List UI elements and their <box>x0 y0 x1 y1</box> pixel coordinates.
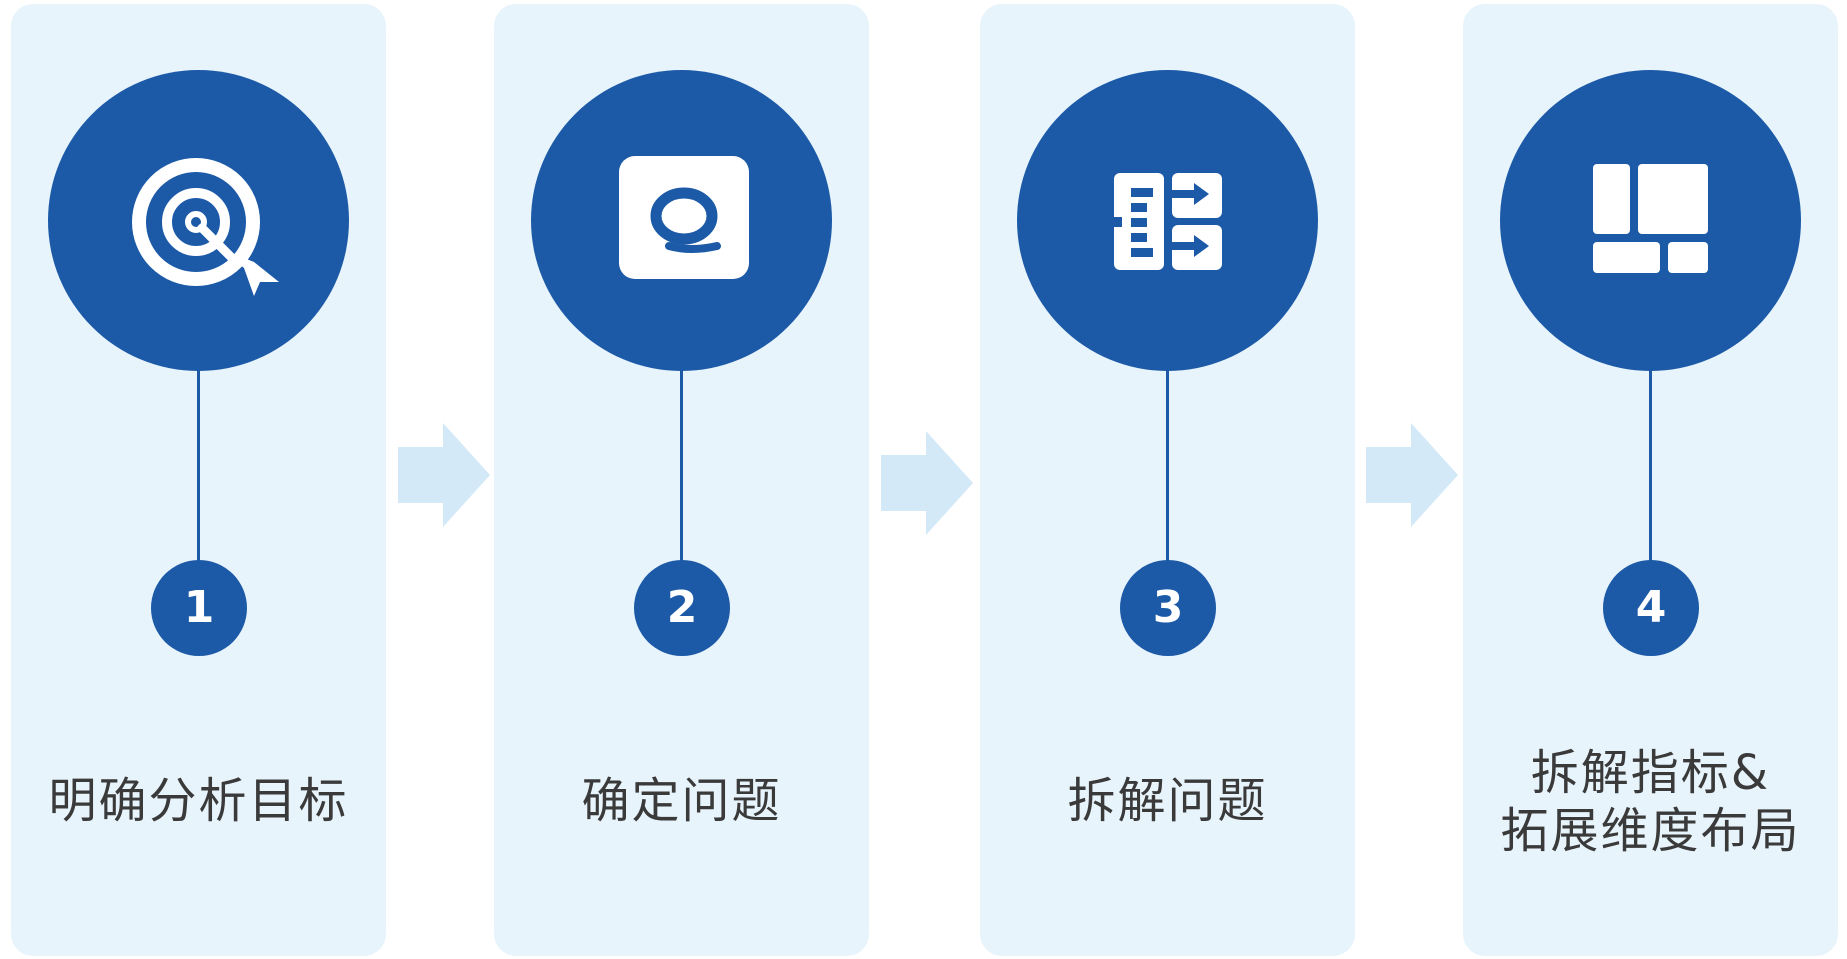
step-2-panel: 2 确定问题 <box>494 4 869 956</box>
step-1-panel: 1 明确分析目标 <box>11 4 386 956</box>
step-1-label: 明确分析目标 <box>11 772 386 830</box>
step-2-icon-circle <box>531 70 832 371</box>
step-1-icon-circle <box>48 70 349 371</box>
step-2-label-line-1: 确定问题 <box>581 773 782 829</box>
step-3-icon-circle <box>1017 70 1318 371</box>
step-4-label-line-2: 拓展维度布局 <box>1500 803 1801 859</box>
step-4-number: 4 <box>1603 560 1699 656</box>
step-4-label-line-1: 拆解指标& <box>1530 745 1771 801</box>
flow-arrow-2 <box>881 431 973 535</box>
step-2-connector <box>680 369 683 564</box>
step-4-connector <box>1649 369 1652 564</box>
step-4-label: 拆解指标& 拓展维度布局 <box>1463 744 1838 860</box>
flow-arrow-1 <box>398 423 490 527</box>
step-3-panel: 3 拆解问题 <box>980 4 1355 956</box>
target-search-icon <box>132 158 279 296</box>
breakdown-arrows-icon <box>1114 173 1222 270</box>
step-1-label-line-1: 明确分析目标 <box>48 773 349 829</box>
step-1-number: 1 <box>151 560 247 656</box>
step-2-label: 确定问题 <box>494 772 869 830</box>
step-1-connector <box>197 369 200 564</box>
layout-grid-icon <box>1593 164 1708 273</box>
flow-arrow-3 <box>1366 423 1458 527</box>
step-3-number: 3 <box>1120 560 1216 656</box>
step-4-panel: 4 拆解指标& 拓展维度布局 <box>1463 4 1838 956</box>
question-box-icon <box>619 156 749 279</box>
step-3-connector <box>1166 369 1169 564</box>
step-4-icon-circle <box>1500 70 1801 371</box>
step-2-number: 2 <box>634 560 730 656</box>
step-3-label: 拆解问题 <box>980 772 1355 830</box>
step-3-label-line-1: 拆解问题 <box>1067 773 1268 829</box>
